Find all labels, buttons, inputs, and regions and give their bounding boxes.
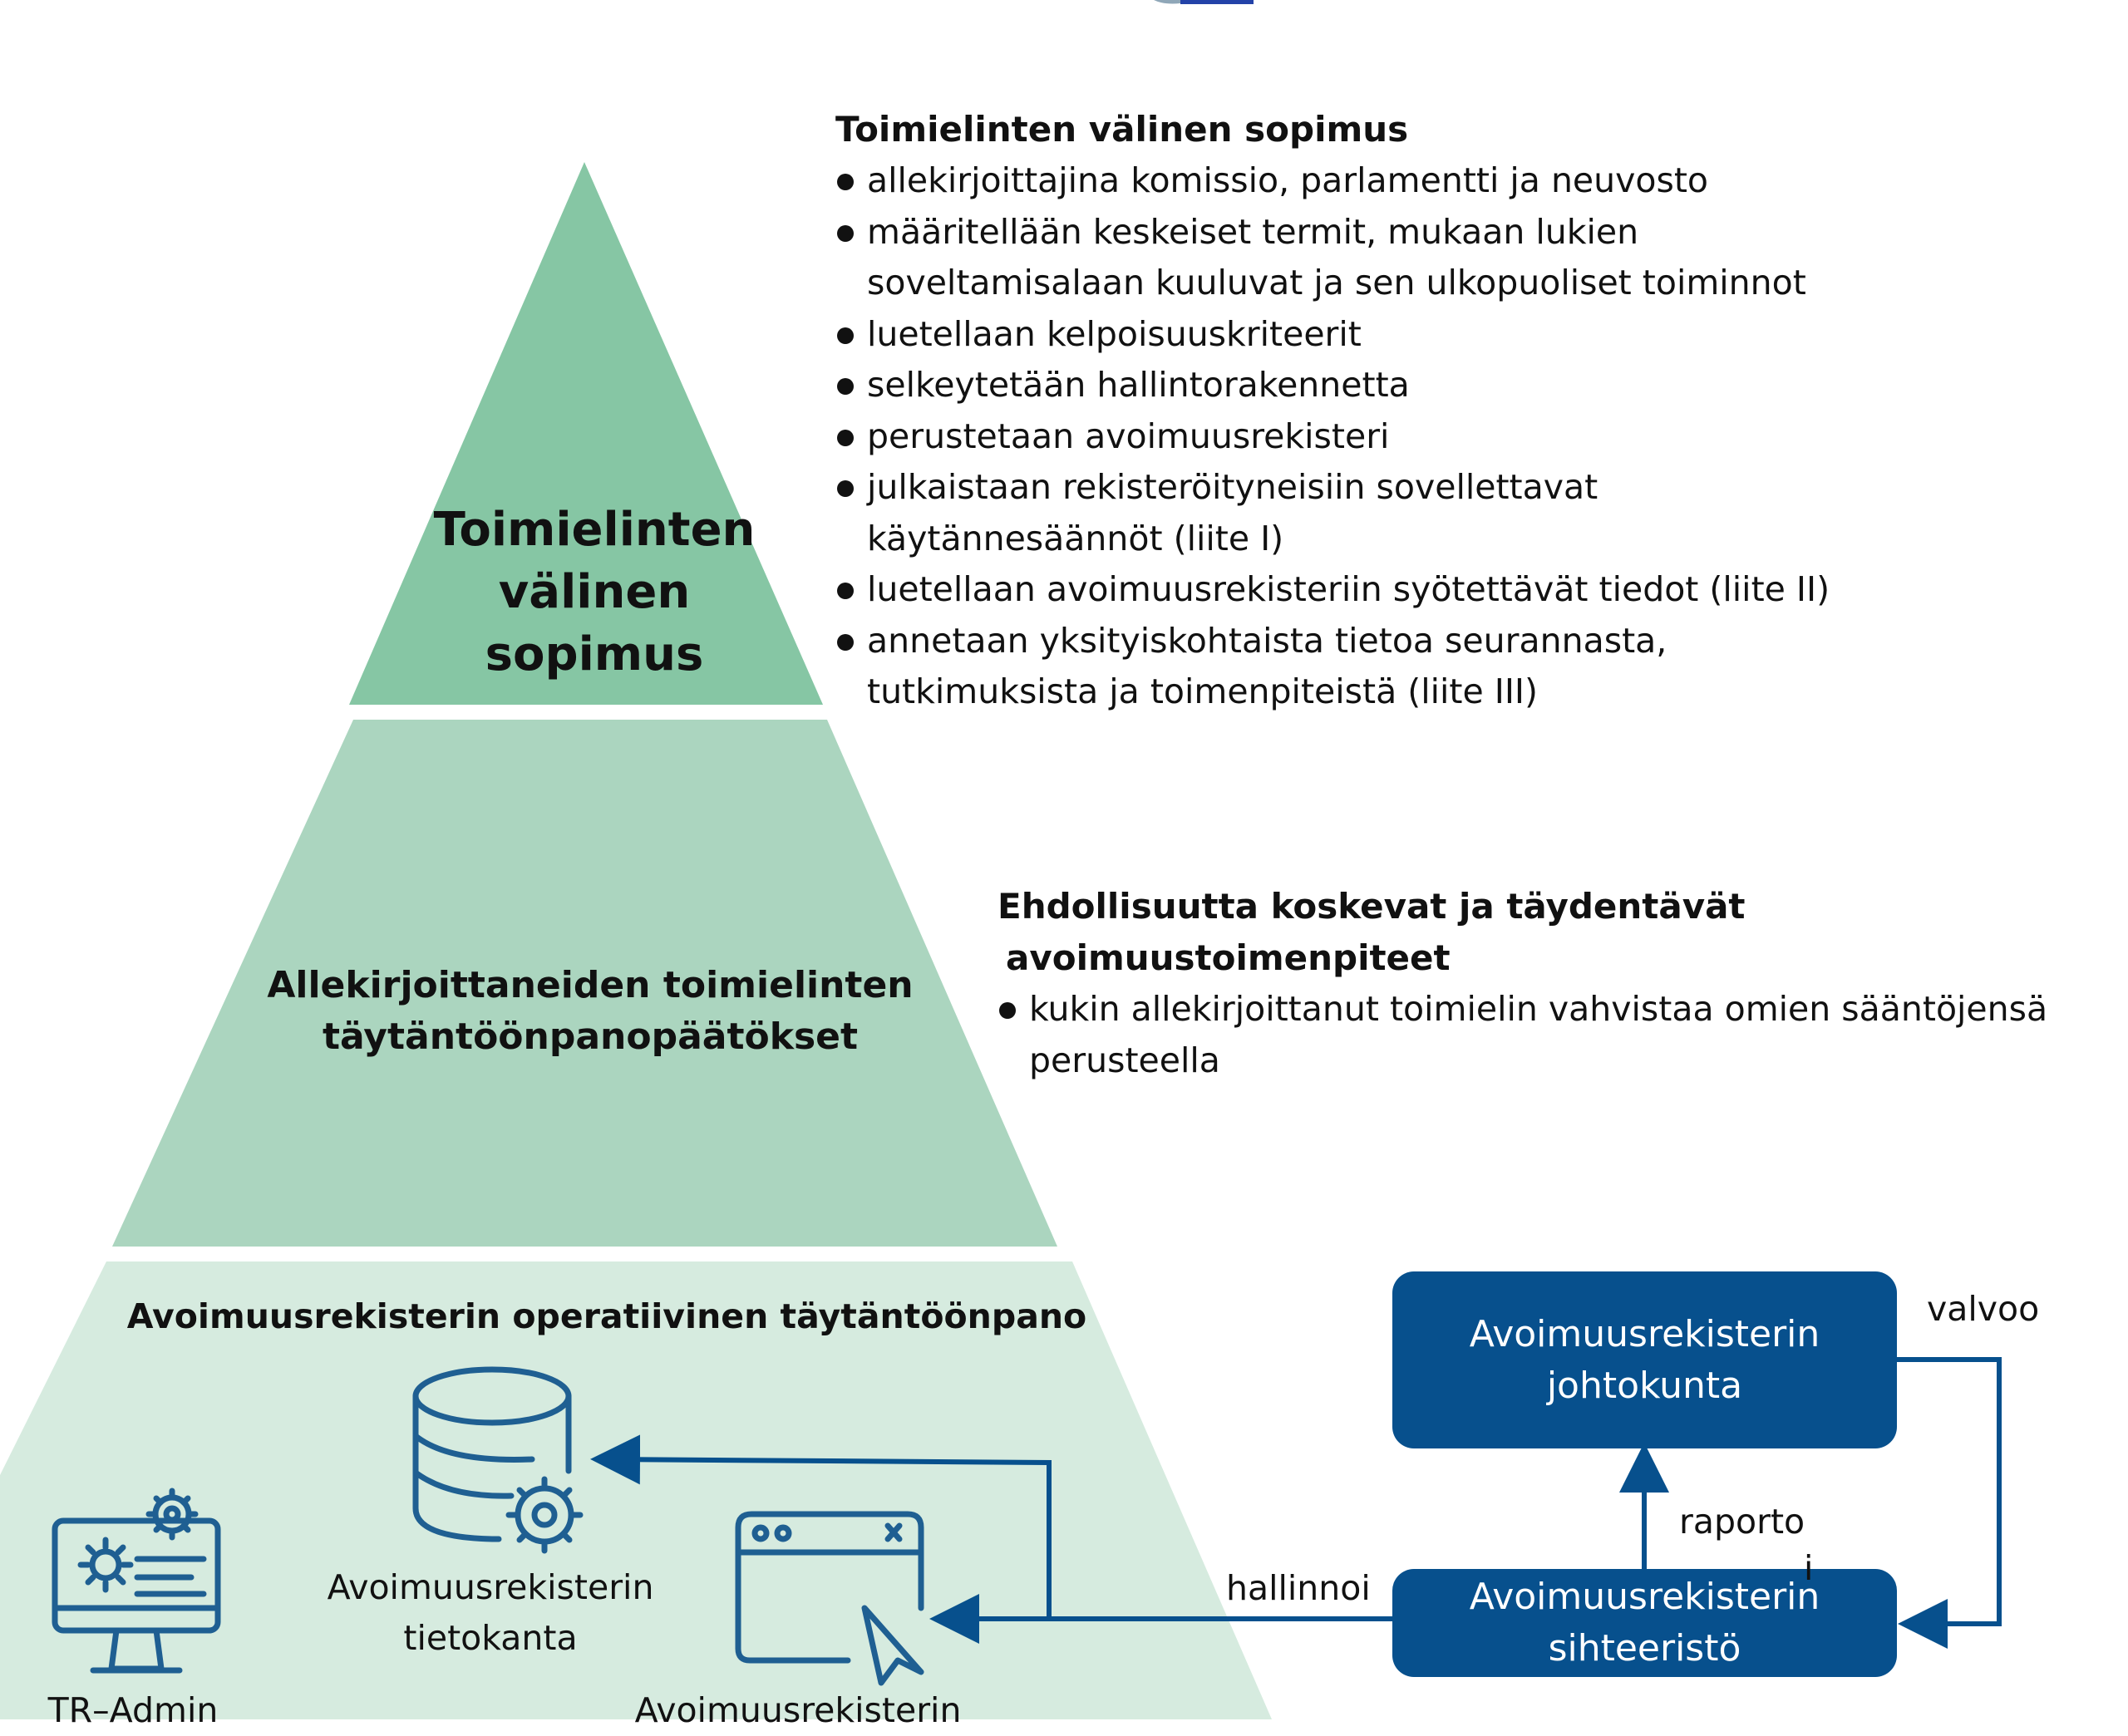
conditionality-panel: Ehdollisuutta koskevat ja täydentävät av… <box>998 881 2120 1086</box>
agreement-item: perustetaan avoimuusrekisteri <box>835 411 2099 463</box>
manages-label: hallinnoi <box>1226 1568 1371 1608</box>
pyramid-middle-level <box>112 720 1057 1247</box>
pyramid-top-title: Toimielinten välinen sopimus <box>411 499 777 686</box>
pyramid-top-title-line-3: sopimus <box>485 627 704 681</box>
agreement-item: annetaan yksityiskohtaista tietoa seuran… <box>835 616 1765 718</box>
database-arrow <box>590 1434 1052 1619</box>
conditionality-panel-title-line-1: Ehdollisuutta koskevat ja täydentävät <box>998 886 1746 927</box>
pyramid-middle-title: Allekirjoittaneiden toimielinten täytänt… <box>183 960 998 1063</box>
board-box-line-2: johtokunta <box>1546 1364 1743 1407</box>
database-label-line-1: Avoimuusrekisterin <box>327 1567 654 1607</box>
database-label-line-2: tietokanta <box>403 1618 578 1658</box>
board-box-line-1: Avoimuusrekisterin <box>1469 1312 1820 1355</box>
agreement-item: luetellaan avoimuusrekisteriin syötettäv… <box>835 564 2099 616</box>
conditionality-item: kukin allekirjoittanut toimielin vahvist… <box>998 984 2068 1086</box>
agreement-item: julkaistaan rekisteröityneisiin sovellet… <box>835 462 1698 564</box>
reports-label-line-2: i <box>1804 1548 1814 1588</box>
database-label: Avoimuusrekisterin tietokanta <box>283 1562 698 1664</box>
agreement-list: allekirjoittajina komissio, parlamentti … <box>835 155 2099 718</box>
web-window-icon <box>735 1511 924 1686</box>
web-label: Avoimuusrekisterin <box>634 1690 962 1730</box>
secretariat-box-line-1: Avoimuusrekisterin <box>1469 1576 1820 1618</box>
conditionality-list: kukin allekirjoittanut toimielin vahvist… <box>998 984 2120 1086</box>
agreement-item: selkeytetään hallintorakennetta <box>835 360 2099 411</box>
agreement-item: luetellaan kelpoisuuskriteerit <box>835 309 2099 361</box>
pyramid-bottom-title: Avoimuusrekisterin operatiivinen täytänt… <box>126 1296 1087 1336</box>
conditionality-panel-title-line-2: avoimuustoimenpiteet <box>1006 937 1451 978</box>
admin-monitor-icon <box>52 1488 221 1674</box>
database-icon <box>412 1366 584 1554</box>
agreement-item: allekirjoittajina komissio, parlamentti … <box>835 155 2099 207</box>
reports-label-line-1: raporto <box>1679 1502 1805 1542</box>
secretariat-box: Avoimuusrekisterin sihteeristö <box>1392 1569 1897 1677</box>
agreement-panel: Toimielinten välinen sopimus allekirjoit… <box>835 104 2099 718</box>
logo-fragment-blue <box>1180 0 1254 4</box>
pyramid-middle-title-line-1: Allekirjoittaneiden toimielinten <box>267 964 914 1006</box>
agreement-item: määritellään keskeiset termit, mukaan lu… <box>835 207 1889 309</box>
supervises-arrow <box>1897 1357 2002 1649</box>
logo-fragment <box>1154 0 1180 4</box>
pyramid-top-title-line-1: Toimielinten <box>433 503 756 557</box>
flow-connectors <box>590 1357 2002 1649</box>
admin-label: TR–Admin <box>47 1690 219 1730</box>
pyramid-middle-title-line-2: täytäntöönpanopäätökset <box>322 1016 859 1058</box>
secretariat-box-line-2: sihteeristö <box>1548 1627 1741 1670</box>
supervises-label: valvoo <box>1927 1289 2040 1329</box>
pyramid-top-level <box>349 162 823 705</box>
agreement-panel-title: Toimielinten välinen sopimus <box>835 109 1409 150</box>
board-box: Avoimuusrekisterin johtokunta <box>1392 1271 1897 1448</box>
pyramid-top-title-line-2: välinen <box>498 565 691 619</box>
